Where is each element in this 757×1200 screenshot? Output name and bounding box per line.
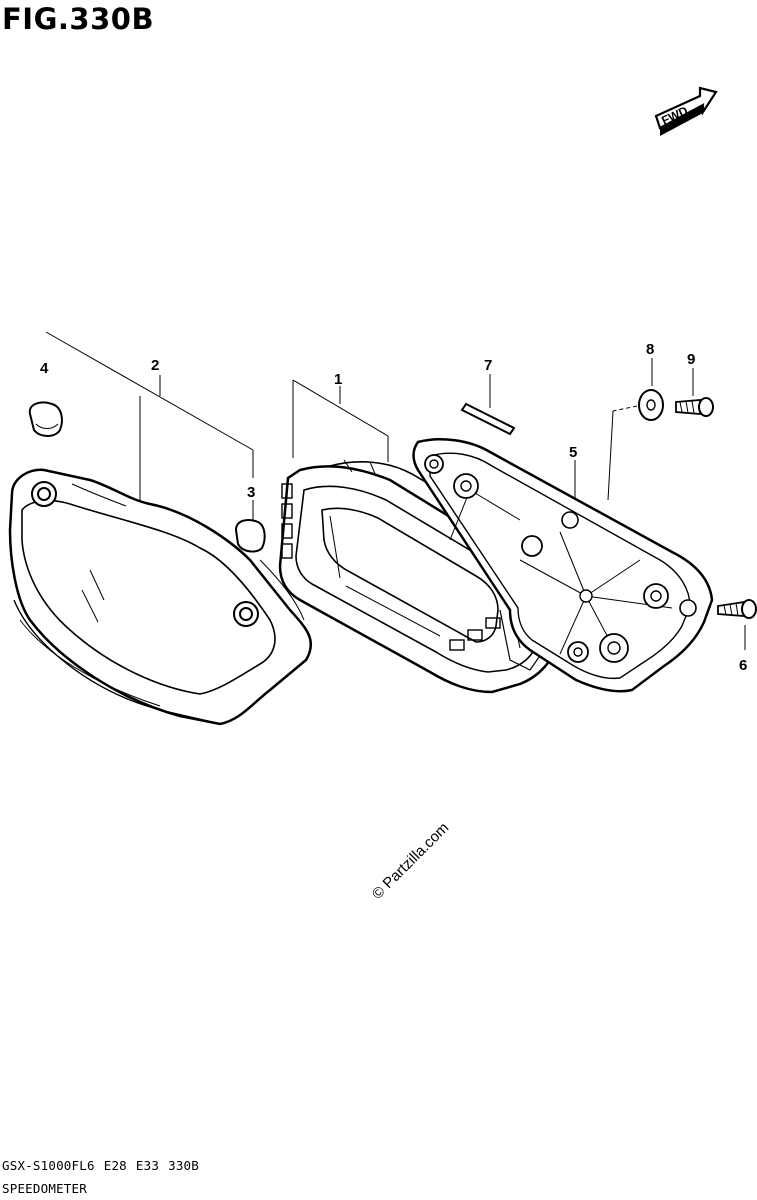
callout-7: 7 [484, 357, 492, 374]
callout-2: 2 [151, 357, 159, 374]
callout-6: 6 [739, 657, 747, 674]
callout-labels: 1 2 3 4 5 6 7 8 9 [40, 341, 747, 674]
part-8-washer [638, 389, 664, 421]
callout-1: 1 [334, 371, 342, 388]
part-6-screw [717, 599, 757, 619]
part-3-cap [234, 519, 266, 553]
part-9-screw [675, 397, 714, 417]
footer-region-1: E28 [103, 1158, 127, 1173]
callout-9: 9 [687, 351, 695, 368]
callout-5: 5 [569, 444, 577, 461]
footer-region-2: E33 [135, 1158, 160, 1173]
footer-fig-code: 330B [168, 1158, 199, 1173]
part-5-lower-case [412, 438, 714, 693]
part-4-cap [28, 401, 63, 437]
footer-section-name: SPEEDOMETER [2, 1181, 87, 1196]
watermark-text: © Partzilla.com [369, 819, 452, 902]
callout-8: 8 [646, 341, 654, 358]
footer-model: GSX-S1000FL6 [2, 1158, 95, 1173]
callout-4: 4 [40, 360, 49, 377]
part-7-rod [460, 402, 516, 436]
footer-model-code: GSX-S1000FL6 E28 E33 330B [2, 1158, 208, 1173]
fwd-arrow-icon: FWD [654, 86, 718, 136]
figure-title: FIG.330B [2, 2, 155, 36]
callout-3: 3 [247, 484, 255, 501]
part-2-outer-cover [8, 468, 312, 726]
